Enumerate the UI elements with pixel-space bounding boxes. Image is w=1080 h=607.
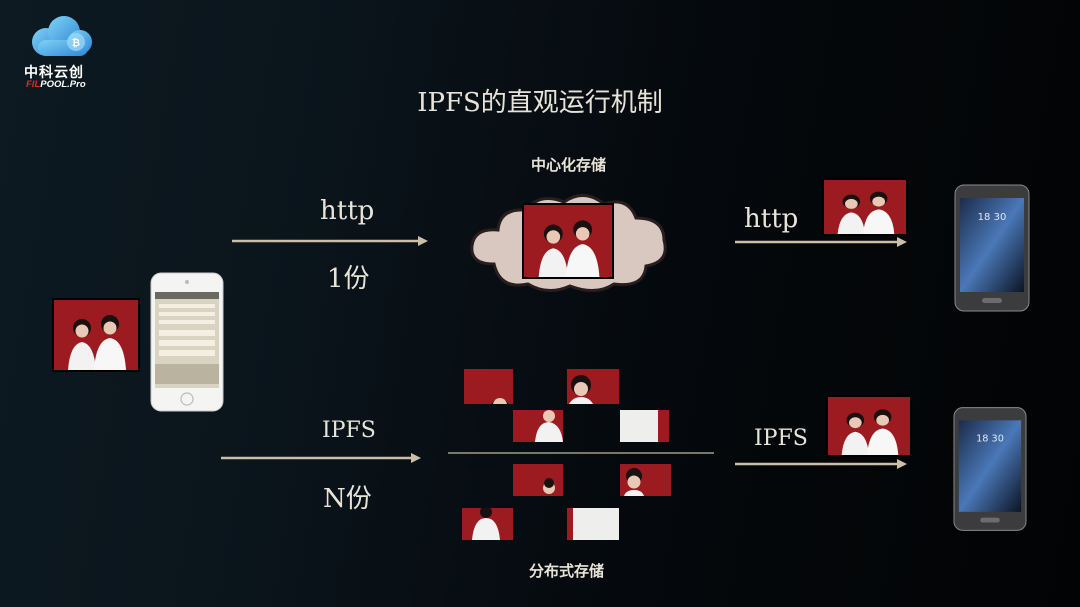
centralized-received-photo	[822, 178, 908, 236]
centralized-upload-arrow	[232, 236, 428, 246]
receiver-phone-bottom-icon: 18 30	[953, 407, 1027, 531]
distributed-upload-protocol: IPFS	[322, 418, 376, 443]
logo-chinese-name: 中科云创	[24, 65, 84, 81]
photo-fragment	[513, 464, 563, 496]
photo-fragment	[567, 508, 619, 540]
centralized-download-protocol: http	[744, 204, 799, 234]
photo-fragment	[513, 410, 563, 442]
logo-english-name: FILPOOL.Pro	[26, 79, 86, 90]
distributed-storage-label: 分布式存储	[529, 562, 605, 580]
photo-fragment	[620, 464, 671, 496]
centralized-photo	[522, 203, 614, 279]
cloud-logo-icon: ₿	[32, 16, 92, 56]
distributed-received-photo	[826, 395, 912, 457]
distributed-download-arrow	[735, 459, 907, 469]
photo-fragment	[462, 508, 513, 540]
photo-fragment	[464, 369, 513, 404]
svg-text:₿: ₿	[72, 37, 80, 49]
svg-text:18 30: 18 30	[976, 434, 1004, 445]
centralized-storage-label: 中心化存储	[531, 156, 607, 174]
distributed-divider	[448, 452, 714, 454]
source-photo	[52, 298, 140, 372]
centralized-copies: 1份	[327, 264, 370, 294]
receiver-phone-top-icon: 18 30	[954, 184, 1030, 312]
centralized-upload-protocol: http	[320, 196, 375, 226]
photo-fragment	[567, 369, 619, 404]
photo-fragment	[620, 410, 669, 442]
distributed-download-protocol: IPFS	[754, 426, 808, 451]
centralized-download-arrow	[735, 237, 907, 247]
svg-text:18 30: 18 30	[978, 212, 1007, 223]
distributed-copies: N份	[323, 484, 372, 514]
source-phone-icon	[150, 272, 224, 412]
distributed-upload-arrow	[221, 453, 421, 463]
page-title: IPFS的直观运行机制	[417, 88, 663, 118]
